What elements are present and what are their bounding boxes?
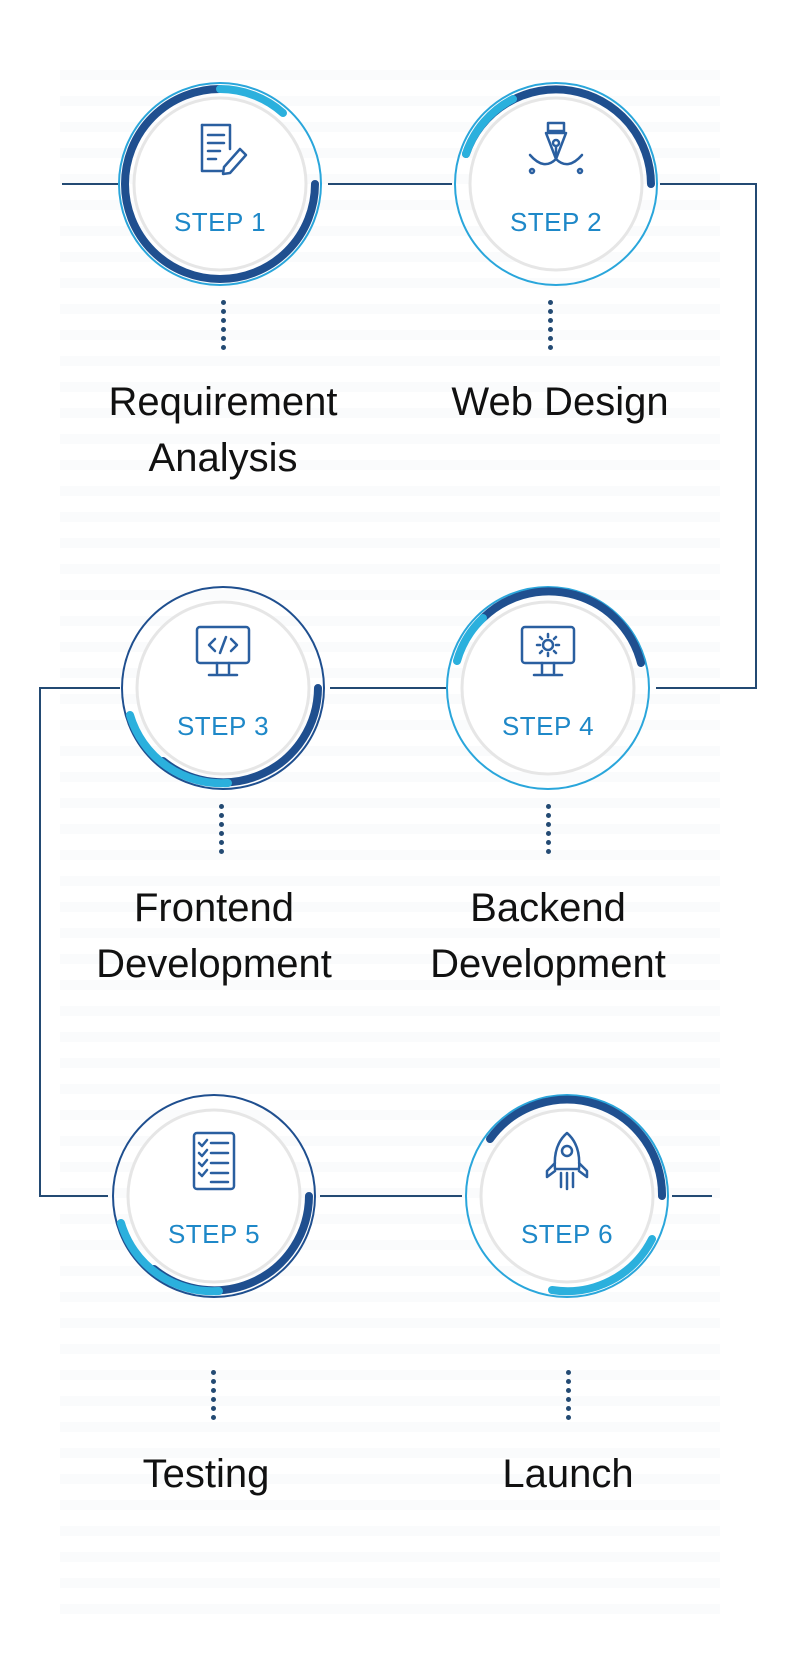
title-line: Frontend — [133, 886, 295, 930]
title-line: Analysis — [148, 436, 298, 480]
step-3: STEP 3 — [118, 583, 328, 793]
dotted-stem — [218, 804, 224, 858]
step-label: STEP 3 — [176, 711, 270, 741]
step-6-title: Launch — [418, 1446, 718, 1502]
step-5-ring — [112, 1094, 316, 1298]
step-2: STEP 2 — [451, 79, 661, 289]
step-label: STEP 6 — [520, 1219, 614, 1249]
rocket-icon — [545, 1131, 589, 1191]
step-label: STEP 2 — [509, 207, 603, 237]
step-5: STEP 5 — [109, 1091, 319, 1301]
title-line: Web Design — [451, 380, 669, 424]
connector-2-4 — [656, 183, 757, 689]
step-2-ring — [454, 82, 658, 286]
step-5-title: Testing — [56, 1446, 356, 1502]
dotted-stem — [210, 1370, 216, 1424]
step-6-ring — [465, 1094, 669, 1298]
title-line: Development — [96, 942, 332, 986]
step-4-ring — [446, 586, 650, 790]
document-pencil-icon — [200, 123, 248, 176]
step-1: STEP 1 — [115, 79, 325, 289]
step-label: STEP 1 — [173, 207, 267, 237]
connector-3-5 — [39, 687, 120, 1197]
title-line: Testing — [142, 1452, 270, 1496]
dotted-stem — [545, 804, 551, 858]
step-4-title: Backend Development — [398, 880, 698, 992]
pen-nib-icon — [528, 121, 584, 175]
step-1-title: Requirement Analysis — [73, 374, 373, 486]
step-label: STEP 4 — [501, 711, 595, 741]
step-3-ring — [121, 586, 325, 790]
title-line: Development — [430, 942, 666, 986]
step-2-title: Web Design — [410, 374, 710, 430]
step-4: STEP 4 — [443, 583, 653, 793]
dotted-stem — [220, 300, 226, 354]
dotted-stem — [565, 1370, 571, 1424]
step-1-ring — [118, 82, 322, 286]
background-stripes — [60, 70, 720, 1630]
monitor-gear-icon — [520, 625, 576, 677]
monitor-code-icon — [195, 625, 251, 677]
step-label: STEP 5 — [167, 1219, 261, 1249]
title-line: Backend — [470, 886, 626, 930]
dotted-stem — [547, 300, 553, 354]
checklist-icon — [192, 1131, 236, 1191]
step-6: STEP 6 — [462, 1091, 672, 1301]
title-line: Launch — [502, 1452, 634, 1496]
title-line: Requirement — [108, 380, 338, 424]
step-3-title: Frontend Development — [64, 880, 364, 992]
